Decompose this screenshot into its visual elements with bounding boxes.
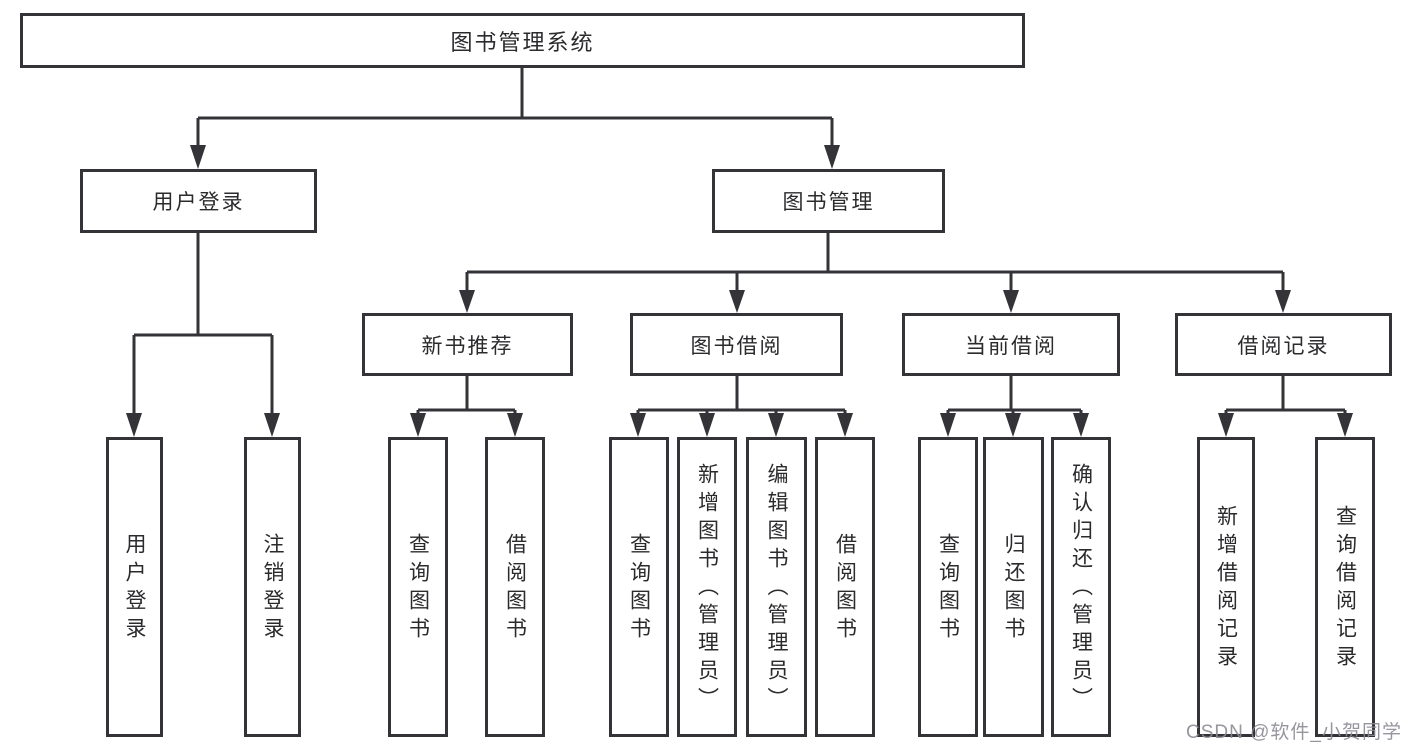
csdn-watermark: CSDN @软件_小贺同学 <box>1186 722 1402 743</box>
node-borrow-records: 借阅记录 <box>1175 313 1392 376</box>
node-library-management-system: 图书管理系统 <box>20 13 1025 68</box>
leaf-user-login: 用户登录 <box>106 437 163 737</box>
leaf-recommend-query-book: 查询图书 <box>388 437 448 737</box>
leaf-current-return-book: 归还图书 <box>983 437 1044 737</box>
leaf-logout-login: 注销登录 <box>244 437 301 737</box>
leaf-records-add-borrow-record: 新增借阅记录 <box>1197 437 1255 737</box>
node-book-borrow: 图书借阅 <box>630 313 843 376</box>
leaf-borrow-borrow-book: 借阅图书 <box>815 437 875 737</box>
node-current-borrow: 当前借阅 <box>902 313 1120 376</box>
node-new-book-recommend: 新书推荐 <box>362 313 573 376</box>
leaf-records-query-borrow-record: 查询借阅记录 <box>1315 437 1375 737</box>
leaf-borrow-add-book-admin: 新增图书（管理员） <box>677 437 737 737</box>
leaf-current-query-book: 查询图书 <box>918 437 978 737</box>
leaf-current-confirm-return-admin: 确认归还（管理员） <box>1051 437 1111 737</box>
node-book-management: 图书管理 <box>712 169 945 233</box>
leaf-recommend-borrow-book: 借阅图书 <box>485 437 545 737</box>
leaf-borrow-edit-book-admin: 编辑图书（管理员） <box>746 437 807 737</box>
node-user-login: 用户登录 <box>80 169 317 233</box>
leaf-borrow-query-book: 查询图书 <box>609 437 669 737</box>
